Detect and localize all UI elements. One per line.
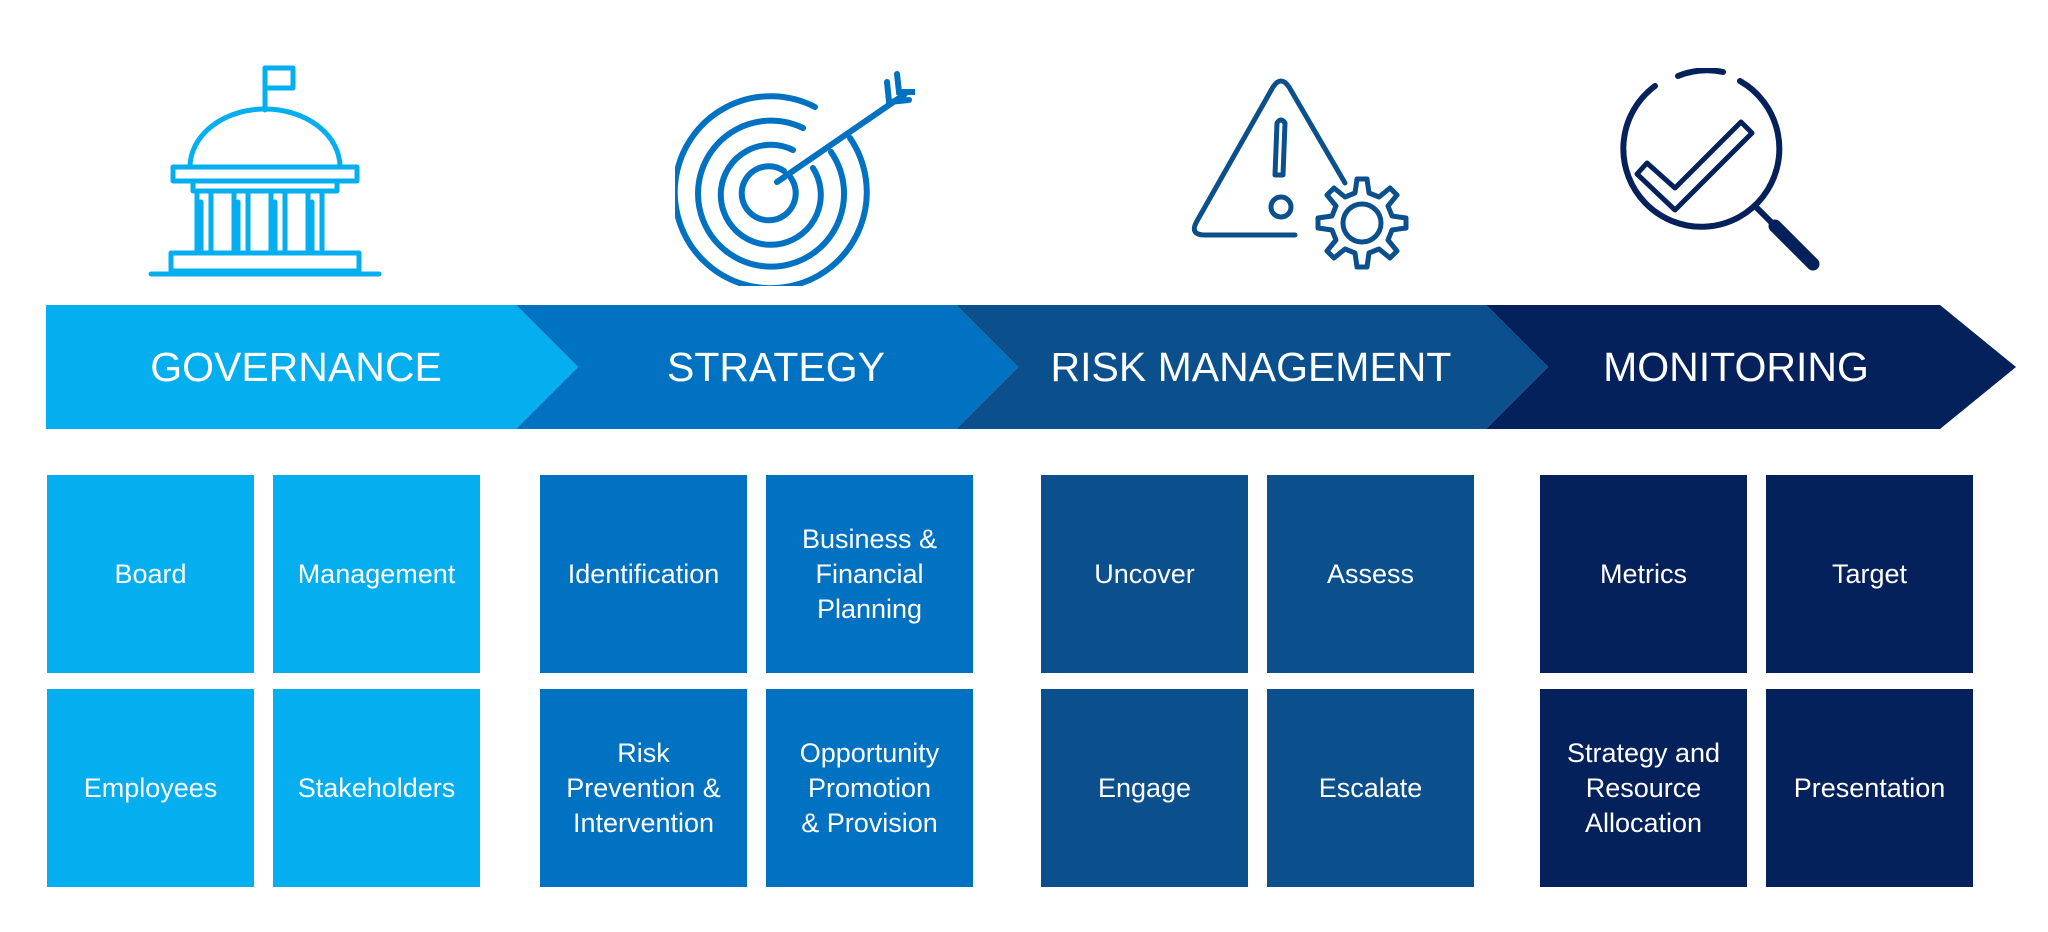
- tile-label: Escalate: [1318, 772, 1423, 803]
- tile-risk-prevention-intervention: Risk Prevention & Intervention: [540, 689, 747, 887]
- tile-presentation: Presentation: [1766, 689, 1973, 887]
- governance-chevron: [46, 305, 578, 429]
- tile-strategy-resource-allocation: Strategy and Resource Allocation: [1540, 689, 1747, 887]
- tile-escalate: Escalate: [1267, 689, 1474, 887]
- tile-label: Uncover: [1094, 558, 1195, 589]
- magnifier-check-icon: [1615, 68, 1835, 278]
- government-building-icon: [145, 60, 385, 282]
- tile-label: Engage: [1097, 772, 1192, 803]
- tile-opportunity-promotion-provision: Opportunity Promotion & Provision: [766, 689, 973, 887]
- stage-label-risk-management: RISK MANAGEMENT: [1050, 344, 1452, 390]
- tile-label: Management: [297, 558, 456, 589]
- tile-engage: Engage: [1041, 689, 1248, 887]
- warning-gear-icon: [1185, 75, 1425, 290]
- stage-label-strategy: STRATEGY: [667, 344, 885, 390]
- target-arrow-icon: [675, 70, 915, 286]
- stage-label-governance: GOVERNANCE: [150, 344, 442, 390]
- tile-business-financial-planning: Business & Financial Planning: [766, 475, 973, 673]
- tile-label: Stakeholders: [297, 772, 456, 803]
- tile-uncover: Uncover: [1041, 475, 1248, 673]
- tile-label: Board: [114, 558, 187, 589]
- tile-label: Employees: [83, 772, 218, 803]
- tile-label: Identification: [567, 558, 720, 589]
- tile-label: Presentation: [1793, 772, 1946, 803]
- tile-label: Strategy and Resource Allocation: [1566, 737, 1721, 838]
- strategy-chevron: [516, 305, 1018, 429]
- tile-target: Target: [1766, 475, 1973, 673]
- stage-label-monitoring: MONITORING: [1603, 344, 1869, 390]
- tile-management: Management: [273, 475, 480, 673]
- risk-management-chevron: [956, 305, 1548, 429]
- monitoring-chevron: [1486, 305, 2016, 429]
- tile-employees: Employees: [47, 689, 254, 887]
- tile-label: Target: [1831, 558, 1908, 589]
- tile-label: Metrics: [1600, 558, 1687, 589]
- tile-board: Board: [47, 475, 254, 673]
- stage-banner: GOVERNANCE STRATEGY RISK MANAGEMENT MONI…: [46, 305, 2016, 429]
- tile-label: Risk Prevention & Intervention: [566, 737, 721, 838]
- tile-label: Opportunity Promotion & Provision: [799, 737, 940, 838]
- tile-identification: Identification: [540, 475, 747, 673]
- tile-label: Business & Financial Planning: [801, 523, 938, 624]
- tile-metrics: Metrics: [1540, 475, 1747, 673]
- tile-label: Assess: [1326, 558, 1415, 589]
- tile-stakeholders: Stakeholders: [273, 689, 480, 887]
- tile-assess: Assess: [1267, 475, 1474, 673]
